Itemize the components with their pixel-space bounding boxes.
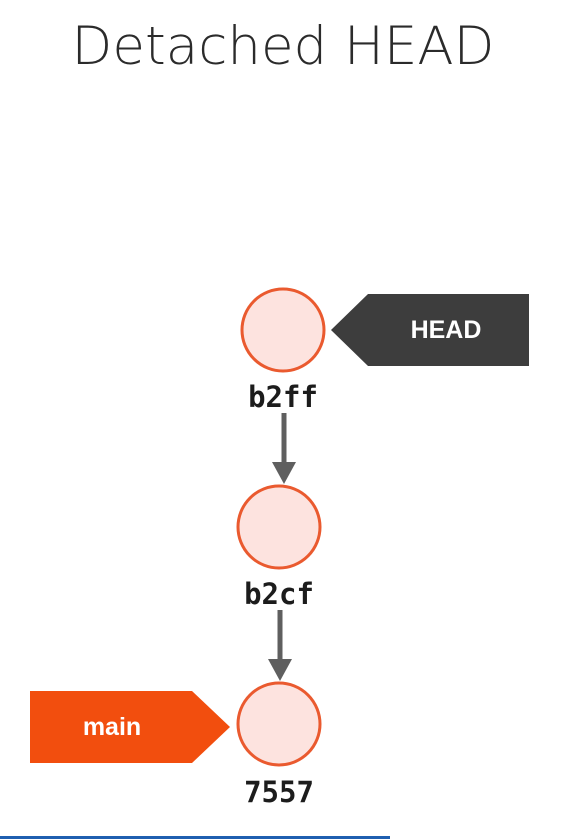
- commit-node[interactable]: [236, 681, 322, 767]
- head-ref-label: HEAD: [411, 316, 482, 344]
- commit-node[interactable]: [236, 484, 322, 570]
- commit-node[interactable]: [240, 287, 326, 373]
- commit-id-label: 7557: [244, 775, 314, 809]
- branch-ref-tag[interactable]: main: [30, 691, 230, 763]
- parent-arrow-1: [272, 413, 296, 484]
- video-progress-bar[interactable]: [0, 836, 390, 839]
- parent-arrow-2: [268, 610, 292, 681]
- branch-ref-label: main: [83, 713, 141, 741]
- head-ref-tag[interactable]: HEAD: [331, 294, 529, 366]
- page-title: Detached HEAD: [71, 16, 495, 77]
- commit-id-label: b2ff: [248, 380, 318, 414]
- commit-id-label: b2cf: [244, 577, 314, 611]
